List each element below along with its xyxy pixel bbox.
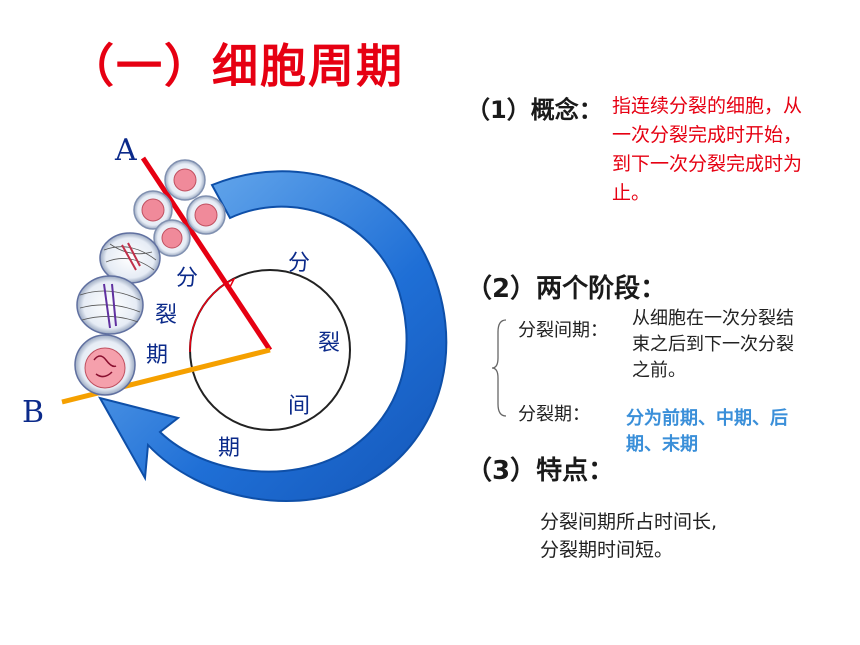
features-line: 分裂间期所占时间长, bbox=[540, 511, 718, 533]
mitosis-char-3: 期 bbox=[146, 343, 169, 368]
concept-line: 一次分裂完成时开始， bbox=[612, 124, 803, 146]
interphase-char-3: 间 bbox=[288, 394, 311, 419]
phases-brace bbox=[491, 319, 507, 417]
cell-telophase bbox=[74, 334, 136, 396]
cell-anaphase bbox=[76, 275, 144, 335]
features-line: 分裂期时间短。 bbox=[540, 539, 674, 561]
interphase-line: 束之后到下一次分裂 bbox=[632, 334, 794, 355]
mitosis-arc bbox=[189, 281, 229, 353]
features-text: 分裂间期所占时间长, 分裂期时间短。 bbox=[540, 508, 717, 564]
interphase-char-1: 分 bbox=[288, 251, 311, 276]
cell-interphase-3 bbox=[186, 195, 226, 235]
cell-metaphase bbox=[99, 232, 161, 284]
page-title: （一）细胞周期 bbox=[68, 39, 404, 93]
mitosis-line: 分为前期、中期、后 bbox=[626, 408, 788, 429]
mitosis-char-1: 分 bbox=[176, 266, 199, 291]
mitosis-definition: 分为前期、中期、后 期、末期 bbox=[626, 406, 788, 458]
cell-interphase-2 bbox=[133, 190, 173, 230]
concept-line: 止。 bbox=[612, 182, 651, 204]
line-a bbox=[140, 156, 273, 352]
interphase-char-4: 期 bbox=[218, 436, 241, 461]
mitosis-char-2: 裂 bbox=[155, 303, 178, 328]
mitosis-label: 分裂期： bbox=[518, 404, 590, 425]
features-heading: （3）特点： bbox=[466, 456, 615, 486]
cell-interphase-1 bbox=[164, 159, 206, 201]
concept-heading: （1）概念： bbox=[466, 96, 603, 124]
interphase-label: 分裂间期： bbox=[518, 320, 608, 341]
mitosis-line: 期、末期 bbox=[626, 434, 698, 455]
point-b-label: B bbox=[22, 395, 45, 430]
concept-line: 到下一次分裂完成时为 bbox=[612, 153, 803, 175]
interphase-char-2: 裂 bbox=[318, 331, 341, 356]
cycle-arrow bbox=[97, 170, 448, 503]
concept-definition: 指连续分裂的细胞，从 一次分裂完成时开始， 到下一次分裂完成时为 止。 bbox=[612, 92, 802, 208]
interphase-line: 从细胞在一次分裂结 bbox=[632, 308, 794, 329]
phases-heading: （2）两个阶段： bbox=[466, 274, 667, 304]
point-a-label: A bbox=[115, 133, 137, 168]
interphase-definition: 从细胞在一次分裂结 束之后到下一次分裂 之前。 bbox=[632, 306, 794, 384]
cell-prophase bbox=[153, 219, 191, 257]
interphase-line: 之前。 bbox=[632, 360, 686, 381]
concept-line: 指连续分裂的细胞，从 bbox=[612, 95, 803, 117]
